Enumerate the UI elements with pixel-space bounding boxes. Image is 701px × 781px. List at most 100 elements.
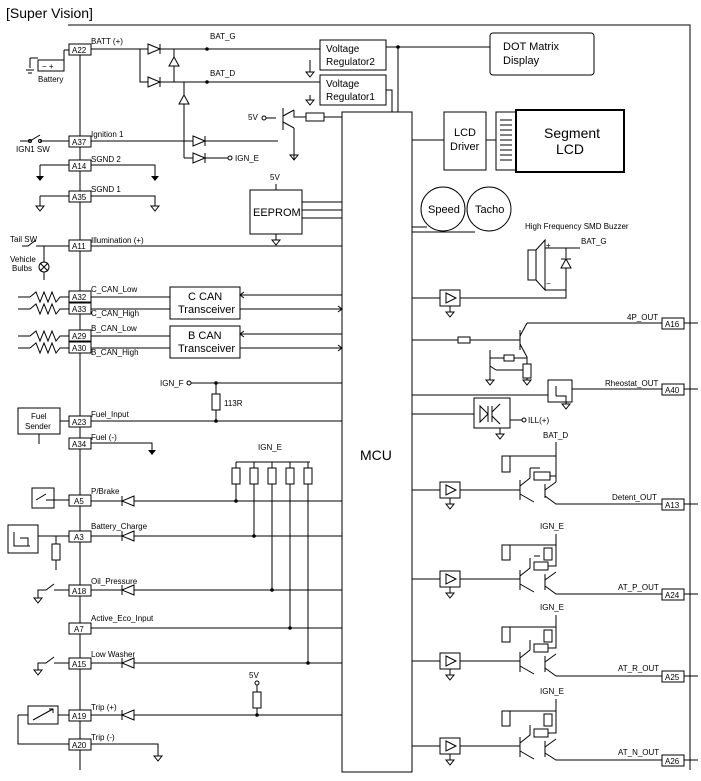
five-v-label-eeprom: 5V [270,173,280,182]
bat-g-label-buzzer: BAT_G [581,237,607,246]
svg-text:A25: A25 [665,673,680,682]
svg-text:A23: A23 [72,418,87,427]
fuel-sender [17,407,61,435]
out-atp-label: AT_P_OUT [618,583,659,592]
svg-text:A14: A14 [72,162,87,171]
bat-d-label-detent: BAT_D [543,431,568,440]
b-can-high-label: B_CAN_High [91,348,139,357]
lcd-driver-line1: LCD [454,127,476,139]
vreg1-line2: Regulator1 [326,92,375,103]
speed-gauge [420,186,466,232]
segment-lcd-line2: LCD [556,141,584,157]
pin-A23: A23 [68,415,92,428]
pin-A29: A29 [68,329,92,342]
battery-symbol: − + [26,49,69,74]
five-v-label-trip: 5V [249,671,259,680]
svg-text:A16: A16 [665,320,680,329]
fuel-sender-line2: Sender [25,422,51,431]
active-eco-label: Active_Eco_Input [91,614,154,623]
trip-minus-label: Trip (-) [91,733,115,742]
buzzer-minus: − [546,279,551,288]
out-atr-label: AT_R_OUT [618,664,659,673]
pin-A13: A13 [661,498,685,511]
svg-text:A13: A13 [665,501,680,510]
pin-A15: A15 [68,657,92,670]
pin-A11: A11 [68,239,92,252]
r113-label: 113R [224,399,243,408]
eeprom-block [249,189,303,235]
ign-e-label-atr: IGN_E [540,603,564,612]
pin-A14: A14 [68,159,92,172]
ign-e-label-bank: IGN_E [258,443,282,452]
svg-text:A18: A18 [72,587,87,596]
ign-e-label-atn: IGN_E [540,687,564,696]
atn-driver [439,737,461,766]
tacho-label: Tacho [475,204,504,216]
svg-text:A19: A19 [72,712,87,721]
svg-text:A26: A26 [665,757,680,766]
pin-A3: A3 [68,530,92,543]
vehicle-label: Vehicle [10,255,36,264]
out-atn-label: AT_N_OUT [618,748,659,757]
pin-A26: A26 [661,754,685,767]
buzzer-symbol [527,238,546,292]
svg-text:A37: A37 [72,138,87,147]
ill-label: ILL(+) [528,416,549,425]
battery-charge-label: Battery_Charge [91,522,148,531]
pin-A22: A22 [68,43,92,56]
svg-text:A11: A11 [72,242,86,251]
dot-matrix-display [489,32,595,76]
pin-A20: A20 [68,738,92,751]
voltage-regulator2 [319,39,387,71]
lcd-driver [443,111,487,171]
rheostat-fet [547,379,573,410]
buzzer-driver [439,289,461,318]
eeprom-label: EEPROM [253,207,301,219]
b-can-low-label: B_CAN_Low [91,324,137,333]
pin-A24: A24 [661,588,685,601]
pin-A37: A37 [68,135,92,148]
trip-meter [27,705,59,725]
ign-f-label: IGN_F [160,379,184,388]
pin-A40: A40 [661,383,685,396]
pin-A33: A33 [68,302,92,315]
c-can-transceiver [169,286,241,320]
buzzer-plus: + [546,241,551,250]
ign-e-label-atp: IGN_E [540,522,564,531]
out-4p-label: 4P_OUT [627,313,658,322]
sgnd2-label: SGND 2 [91,155,121,164]
segment-lcd [515,109,625,173]
dot-matrix-line1: DOT Matrix [503,41,560,53]
pbrake-switch [31,487,55,509]
out-rheostat-label: Rheostat_OUT [605,379,658,388]
five-v-label-1: 5V [248,113,258,122]
fuel-minus-label: Fuel (-) [91,433,117,442]
pin-A35: A35 [68,190,92,203]
svg-text:A32: A32 [72,293,87,302]
atp-driver [439,570,461,599]
lcd-driver-line2: Driver [450,141,480,153]
svg-text:A34: A34 [72,440,87,449]
bat-d-label-top: BAT_D [210,69,235,78]
battery-charge-sensor [7,524,39,554]
svg-text:A24: A24 [665,591,680,600]
svg-text:A7: A7 [74,625,84,634]
pin-A18: A18 [68,584,92,597]
svg-text:A35: A35 [72,193,87,202]
vreg2-line2: Regulator2 [326,57,375,68]
bat-g-label-top: BAT_G [210,32,236,41]
c-can-low-label: C_CAN_Low [91,285,137,294]
ignition-label: Ignition 1 [91,130,124,139]
mcu-block [341,111,413,773]
vreg2-line1: Voltage [326,44,360,55]
battery-label: Battery [38,75,63,84]
mcu-label: MCU [360,447,392,463]
c-can-line1: C CAN [188,291,222,303]
cluster-frame [68,24,691,770]
out-detent-label: Detent_OUT [612,493,657,502]
svg-text:A33: A33 [72,305,87,314]
pin-A5: A5 [68,494,92,507]
ign-e-label-top: IGN_E [235,154,259,163]
fuel-sender-line1: Fuel [31,412,47,421]
